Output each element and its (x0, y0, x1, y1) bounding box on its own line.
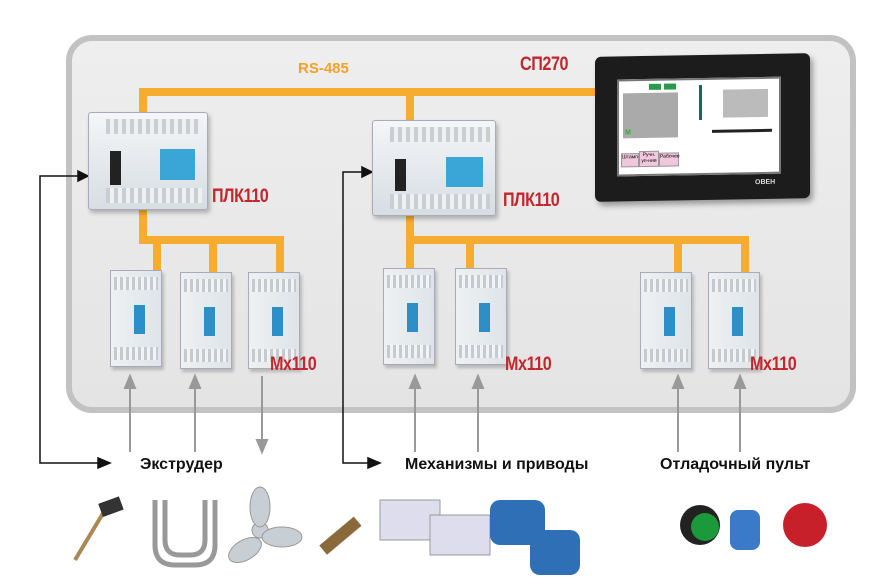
connection-arrows (39, 165, 382, 470)
sensor-icon (319, 516, 362, 555)
hmi-mode: M (625, 129, 631, 137)
io-module (383, 268, 435, 365)
plc-device (88, 112, 208, 210)
io-arrows (123, 373, 747, 455)
caption-mechanisms: Механизмы и приводы (405, 456, 589, 473)
module-label: Мх110 (750, 354, 797, 375)
hmi-screen: M Штамп Ручн. уп-ние Рабочее (617, 76, 781, 177)
rs485-label: RS-485 (298, 60, 349, 77)
hmi-button[interactable]: Ручн. уп-ние (639, 150, 659, 168)
io-module (640, 272, 692, 369)
io-module (110, 270, 162, 367)
hmi-button[interactable]: Рабочее (659, 152, 680, 167)
caption-extruder: Экструдер (140, 456, 223, 473)
io-module (455, 268, 507, 365)
plc-label: ПЛК110 (503, 190, 560, 211)
brand-logo: ОВЕН (755, 178, 776, 187)
pneumatic-cylinder-icon (379, 499, 491, 556)
field-devices (73, 486, 827, 575)
hmi-button[interactable]: Штамп (621, 153, 639, 168)
heater-icon (152, 500, 218, 568)
plc-label: ПЛК110 (212, 186, 269, 207)
module-label: Мх110 (505, 354, 552, 375)
plc-device (372, 120, 496, 216)
hmi-panel: M Штамп Ручн. уп-ние Рабочее ОВЕН (595, 53, 810, 202)
io-module (180, 272, 232, 369)
caption-debug: Отладочный пульт (660, 456, 811, 473)
motor-icon (490, 500, 580, 575)
thermocouple-icon (73, 496, 124, 562)
io-module (708, 272, 760, 369)
io-module (248, 272, 300, 369)
fan-icon (228, 486, 303, 563)
module-label: Мх110 (270, 354, 317, 375)
pushbutton-icon (680, 503, 827, 550)
rs485-bus (139, 88, 749, 272)
hmi-label: СП270 (520, 54, 569, 75)
